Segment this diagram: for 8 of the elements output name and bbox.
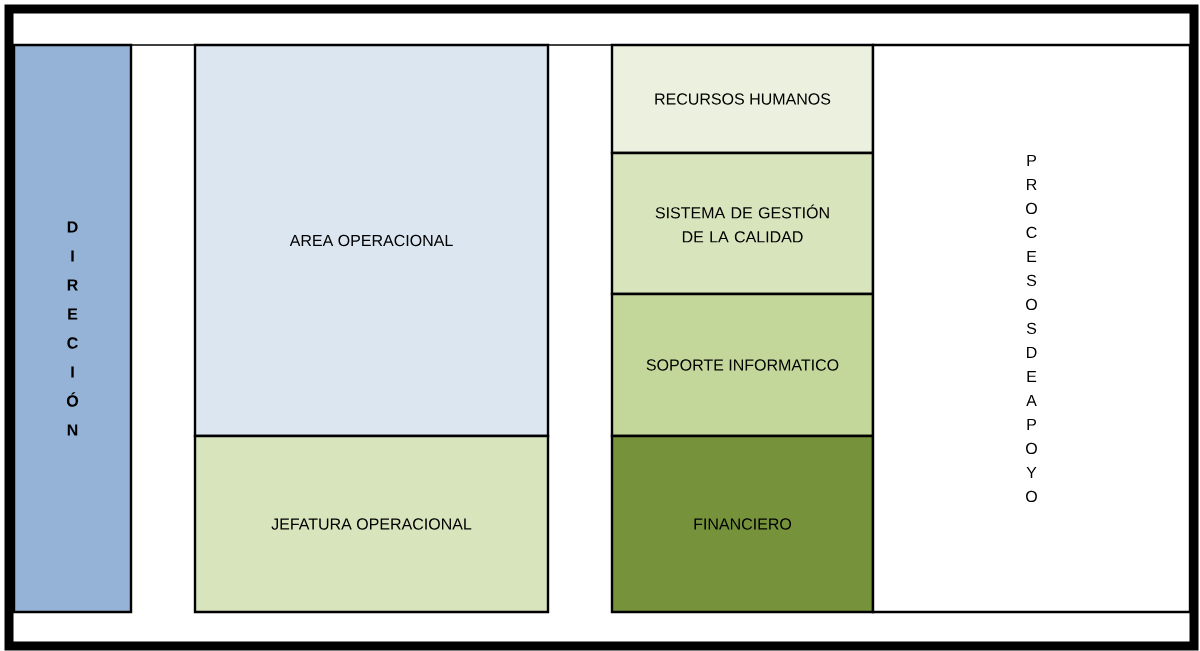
area-box: AREA OPERACIONAL [193,43,550,438]
area-box: RECURSOS HUMANOS [610,43,875,155]
column-box: D I R E C I Ó N [12,43,133,614]
area-box: SOPORTE INFORMATICO [610,292,875,438]
area-box: JEFATURA OPERACIONAL [193,434,550,614]
area-box: FINANCIERO [610,434,875,614]
column-box: P R O C E S O S D E A P O Y O [871,43,1192,614]
area-box: SISTEMA DE GESTIÓN DE LA CALIDAD [610,151,875,296]
